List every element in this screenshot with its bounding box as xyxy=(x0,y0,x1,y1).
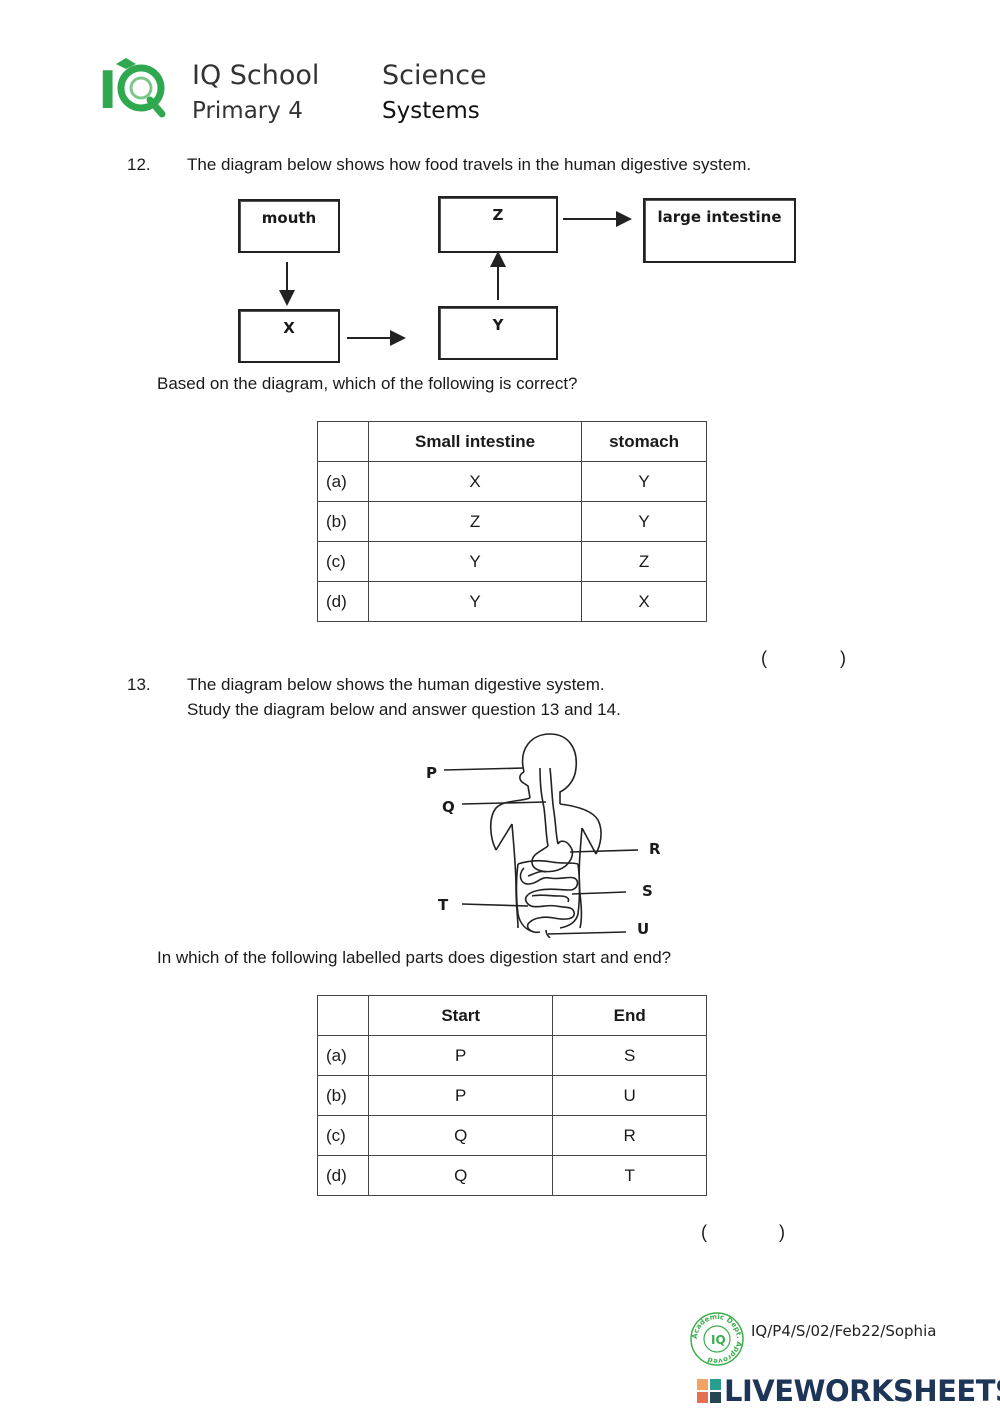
diagram-label-r: R xyxy=(649,840,661,858)
answer-bracket-close: ) xyxy=(840,648,846,668)
table-cell: P xyxy=(367,1075,554,1116)
table-cell: T xyxy=(552,1155,707,1196)
answer-table-q12: Small intestine stomach (a) X Y (b) Z Y … xyxy=(317,421,707,622)
table-header-row: Small intestine stomach xyxy=(317,421,707,462)
question-prompt: In which of the following labelled parts… xyxy=(157,948,672,967)
table-cell: Y xyxy=(581,461,707,502)
diagram-label-s: S xyxy=(642,882,653,900)
diagram-label-t: T xyxy=(438,896,449,914)
option-label: (d) xyxy=(317,581,369,622)
question-prompt: Based on the diagram, which of the follo… xyxy=(157,374,578,393)
question-number: 12. xyxy=(127,155,151,174)
option-label: (b) xyxy=(317,501,369,542)
table-row: (d) Q T xyxy=(317,1155,707,1196)
table-cell: Z xyxy=(581,541,707,582)
document-code: IQ/P4/S/02/Feb22/Sophia xyxy=(751,1322,937,1340)
table-cell: Q xyxy=(367,1115,554,1156)
option-label: (a) xyxy=(317,1035,369,1076)
diagram-box-large-intestine: large intestine xyxy=(643,198,796,263)
table-row: (c) Y Z xyxy=(317,541,707,582)
option-label: (b) xyxy=(317,1075,369,1116)
table-row: (b) P U xyxy=(317,1075,707,1116)
table-cell: X xyxy=(581,581,707,622)
table-header-cell xyxy=(317,995,369,1036)
question-text: The diagram below shows how food travels… xyxy=(187,155,752,174)
diagram-box-z: Z xyxy=(438,196,558,253)
diagram-box-mouth: mouth xyxy=(238,199,340,253)
table-cell: S xyxy=(552,1035,707,1076)
option-label: (c) xyxy=(317,541,369,582)
svg-text:IQ: IQ xyxy=(711,1333,726,1347)
table-row: (c) Q R xyxy=(317,1115,707,1156)
table-header-cell: Small intestine xyxy=(367,421,583,462)
liveworksheets-logo-icon xyxy=(697,1379,721,1403)
grade-level: Primary 4 xyxy=(192,98,303,124)
option-label: (d) xyxy=(317,1155,369,1196)
diagram-label-q: Q xyxy=(442,798,455,816)
option-label: (c) xyxy=(317,1115,369,1156)
table-cell: Z xyxy=(367,501,583,542)
table-cell: Q xyxy=(367,1155,554,1196)
diagram-box-x: X xyxy=(238,309,340,363)
answer-bracket-open: ( xyxy=(701,1222,707,1242)
table-header-cell: End xyxy=(552,995,707,1036)
school-name: IQ School xyxy=(192,60,320,91)
table-header-cell xyxy=(317,421,369,462)
diagram-arrows xyxy=(279,211,632,346)
question-number: 13. xyxy=(127,675,151,694)
topic: Systems xyxy=(382,98,480,124)
digestive-system-diagram xyxy=(443,733,639,938)
table-header-cell: Start xyxy=(367,995,554,1036)
table-row: (a) X Y xyxy=(317,461,707,502)
approval-stamp: Academic Dept. Approved IQ xyxy=(689,1311,745,1367)
table-cell: X xyxy=(367,461,583,502)
answer-bracket-open: ( xyxy=(761,648,767,668)
table-cell: Y xyxy=(367,541,583,582)
svg-text:I: I xyxy=(98,61,117,120)
question-text-line-2: Study the diagram below and answer quest… xyxy=(187,700,621,719)
answer-input-q12[interactable] xyxy=(775,648,837,672)
question-text: The diagram below shows the human digest… xyxy=(187,675,605,694)
diagram-label-p: P xyxy=(426,764,437,782)
table-header-row: Start End xyxy=(317,995,707,1036)
school-logo: I xyxy=(96,54,170,121)
table-header-cell: stomach xyxy=(581,421,707,462)
table-cell: Y xyxy=(367,581,583,622)
answer-table-q13: Start End (a) P S (b) P U (c) Q R (d) Q … xyxy=(317,995,707,1196)
subject: Science xyxy=(382,60,487,91)
table-cell: Y xyxy=(581,501,707,542)
answer-input-q13[interactable] xyxy=(715,1222,777,1246)
table-row: (d) Y X xyxy=(317,581,707,622)
diagram-label-u: U xyxy=(637,920,650,938)
option-label: (a) xyxy=(317,461,369,502)
table-row: (a) P S xyxy=(317,1035,707,1076)
table-cell: P xyxy=(367,1035,554,1076)
answer-bracket-close: ) xyxy=(779,1222,785,1242)
diagram-box-y: Y xyxy=(438,306,558,360)
liveworksheets-brand[interactable]: LIVEWORKSHEETS xyxy=(724,1374,1000,1408)
table-row: (b) Z Y xyxy=(317,501,707,542)
table-cell: U xyxy=(552,1075,707,1116)
table-cell: R xyxy=(552,1115,707,1156)
